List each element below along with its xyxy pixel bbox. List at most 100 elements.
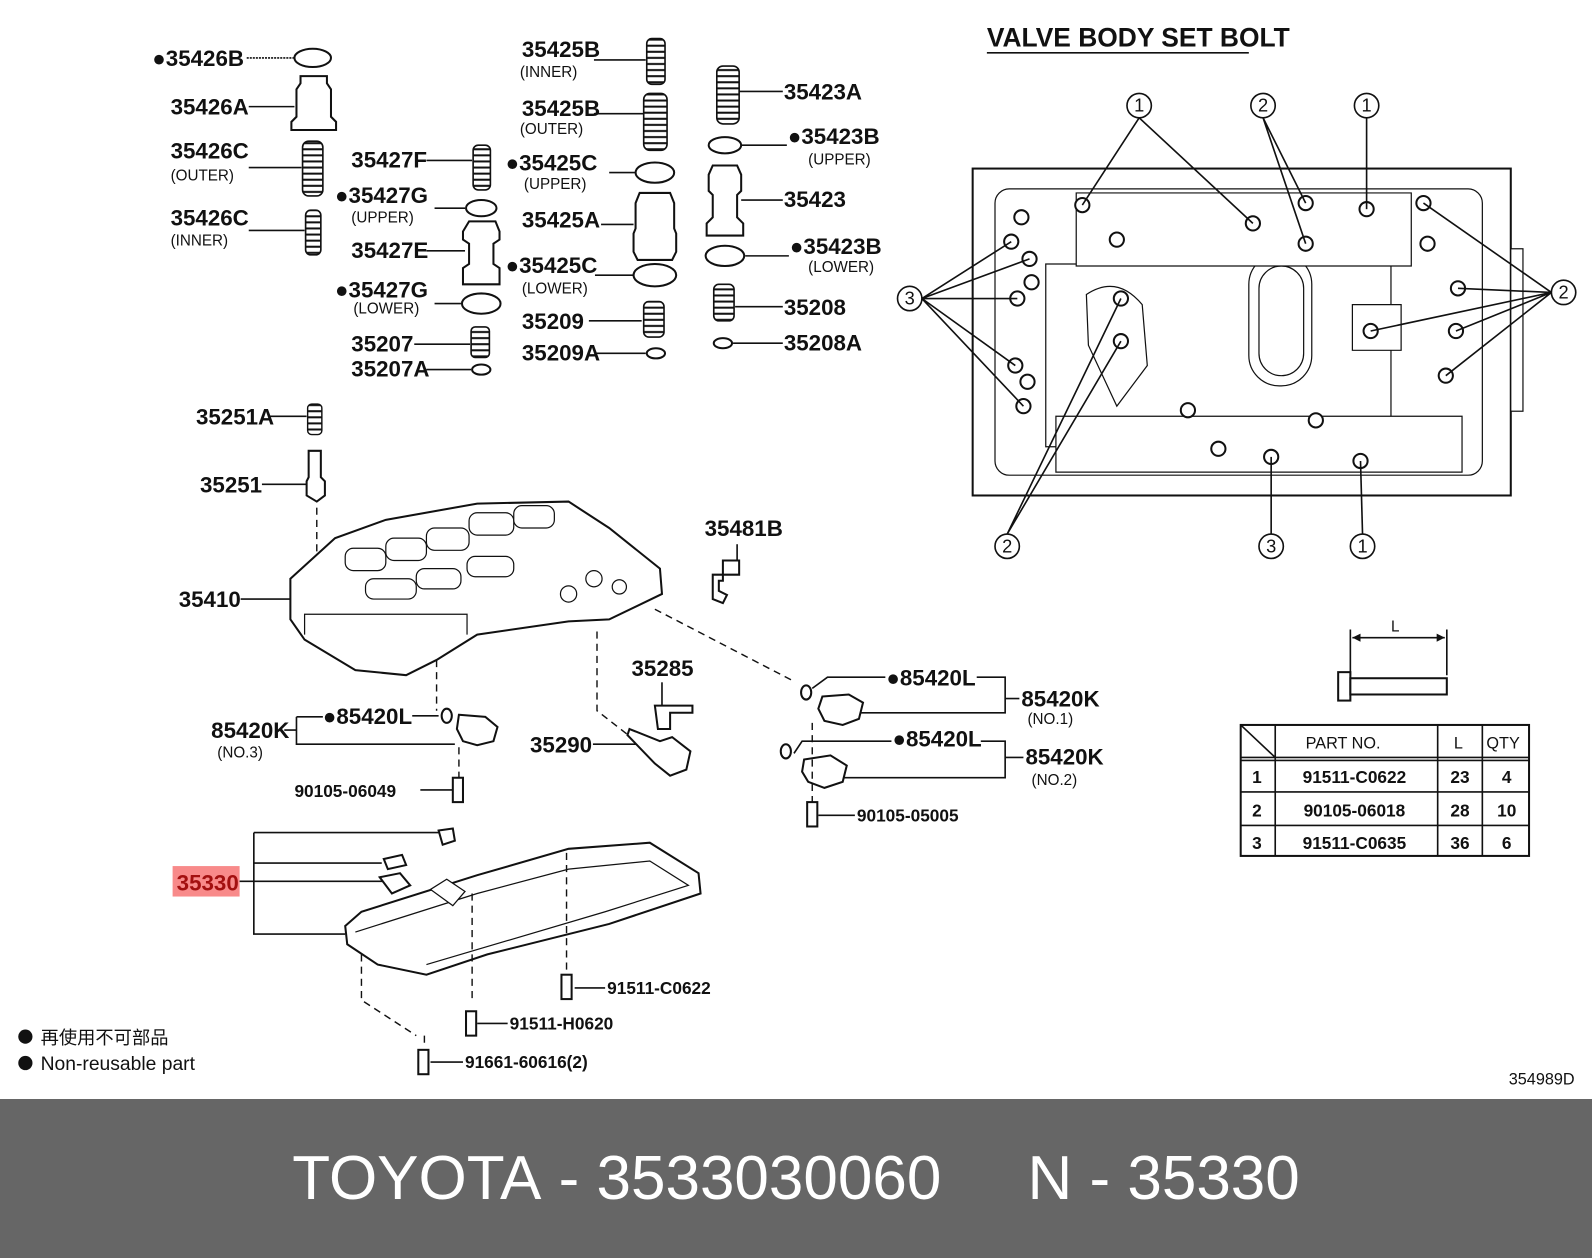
bolt-layout-view: [921, 117, 1552, 535]
svg-text:(NO.1): (NO.1): [1027, 711, 1073, 728]
part-35285[interactable]: 35285: [632, 656, 694, 731]
bolt-icon: [1337, 671, 1352, 702]
part-35425B-outer[interactable]: 35425B (OUTER): [520, 92, 668, 152]
part-35426B[interactable]: ●35426B: [152, 46, 333, 71]
part-35425C-lower[interactable]: ●35425C (LOWER): [506, 253, 678, 297]
part-35209A[interactable]: 35209A: [522, 340, 667, 365]
part-35208A[interactable]: 35208A: [712, 330, 862, 355]
part-91661-60616[interactable]: 91661-60616(2): [417, 1048, 588, 1076]
part-85420L-c[interactable]: ●85420L: [779, 726, 1006, 779]
part-35427F[interactable]: 35427F: [351, 144, 492, 191]
part-35290[interactable]: 35290: [530, 727, 692, 777]
svg-text:35425A: 35425A: [522, 207, 600, 232]
part-35426A[interactable]: 35426A: [171, 75, 338, 131]
part-35481B[interactable]: 35481B: [705, 516, 783, 605]
ref-prefix: N: [1027, 1144, 1073, 1213]
svg-text:1: 1: [1362, 95, 1372, 116]
svg-text:35209: 35209: [522, 309, 584, 334]
o-ring-icon: [704, 244, 746, 268]
clip-icon: [471, 363, 492, 376]
svg-text:(LOWER): (LOWER): [808, 259, 874, 276]
part-91511-C0622[interactable]: 91511-C0622: [560, 973, 711, 1001]
part-35427G-upper[interactable]: ●35427G (UPPER): [335, 183, 498, 226]
solenoid-icon: [801, 754, 848, 789]
part-85420K-no1[interactable]: 85420K (NO.1): [817, 687, 1100, 728]
part-35427E[interactable]: 35427E: [351, 220, 501, 286]
svg-text:Non-reusable part: Non-reusable part: [41, 1054, 196, 1075]
svg-text:(INNER): (INNER): [171, 233, 229, 250]
bolt-icon: [451, 776, 464, 804]
svg-text:35427E: 35427E: [351, 238, 428, 263]
part-35423[interactable]: 35423: [705, 164, 846, 237]
table-row: 3 91511-C0635 36 6: [1252, 833, 1511, 853]
svg-text:(OUTER): (OUTER): [171, 168, 234, 185]
svg-text:90105-05005: 90105-05005: [857, 805, 959, 825]
table-row: 2 90105-06018 28 10: [1252, 800, 1516, 820]
spring-icon: [304, 209, 322, 256]
svg-text:36: 36: [1450, 833, 1469, 853]
svg-text:2: 2: [1558, 282, 1568, 303]
part-35208[interactable]: 35208: [712, 283, 846, 322]
callout-2-bottom: 2: [994, 533, 1021, 560]
gasket-icon: [382, 853, 408, 871]
part-90105-06049[interactable]: 90105-06049: [294, 747, 464, 804]
part-35425B-inner[interactable]: 35425B (INNER): [520, 37, 666, 86]
part-35427G-lower[interactable]: ●35427G (LOWER): [335, 278, 502, 318]
svg-text:●35426B: ●35426B: [152, 46, 244, 71]
part-91511-H0620[interactable]: 91511-H0620: [465, 1010, 613, 1037]
spring-icon: [306, 403, 323, 436]
spring-icon: [301, 140, 324, 197]
svg-text:(INNER): (INNER): [520, 64, 578, 81]
part-35207[interactable]: 35207: [351, 326, 491, 359]
bullet-icon: [18, 1055, 33, 1071]
callout-3-bottom: 3: [1258, 533, 1285, 560]
o-ring-icon: [800, 684, 813, 701]
svg-text:L: L: [1391, 619, 1399, 636]
svg-text:●35425C: ●35425C: [506, 253, 598, 278]
part-35423B-upper[interactable]: ●35423B (UPPER): [707, 124, 880, 168]
part-35251[interactable]: 35251: [200, 449, 326, 574]
part-35410[interactable]: 35410: [179, 500, 664, 677]
svg-text:3: 3: [905, 288, 915, 309]
clamp-icon: [653, 704, 694, 731]
svg-text:(NO.3): (NO.3): [217, 744, 263, 761]
svg-text:●35427G: ●35427G: [335, 183, 428, 208]
svg-text:2: 2: [1002, 535, 1012, 556]
o-ring-icon: [465, 199, 498, 218]
part-90105-05005[interactable]: 90105-05005: [806, 801, 959, 828]
part-85420L-b[interactable]: ●85420L: [800, 665, 1006, 714]
svg-text:●85420L: ●85420L: [892, 726, 981, 751]
solenoid-icon: [455, 713, 499, 747]
part-35423A[interactable]: 35423A: [715, 65, 862, 125]
part-35423B-lower[interactable]: ●35423B (LOWER): [704, 234, 882, 276]
o-ring-icon: [779, 743, 792, 760]
svg-text:1: 1: [1134, 95, 1144, 116]
bolt-icon: [465, 1010, 478, 1037]
svg-text:85420K: 85420K: [1025, 745, 1103, 770]
svg-text:(UPPER): (UPPER): [351, 209, 414, 226]
svg-text:(LOWER): (LOWER): [522, 280, 588, 297]
part-35330[interactable]: 35330: [172, 827, 702, 976]
part-35426C-outer[interactable]: 35426C (OUTER): [171, 138, 324, 197]
part-85420K-no3[interactable]: 85420K (NO.3): [211, 713, 499, 762]
o-ring-icon: [293, 47, 333, 69]
plug-icon: [712, 283, 735, 322]
svg-text:35425B: 35425B: [522, 37, 600, 62]
bullet-icon: [18, 1029, 33, 1044]
part-35209[interactable]: 35209: [522, 300, 665, 338]
brand: TOYOTA: [292, 1144, 542, 1213]
part-35425C-upper[interactable]: ●35425C (UPPER): [506, 151, 676, 193]
bolt-icon: [560, 973, 573, 1001]
part-85420K-no2[interactable]: 85420K (NO.2): [801, 745, 1104, 789]
part-35251A[interactable]: 35251A: [196, 403, 323, 436]
part-35425A[interactable]: 35425A: [522, 191, 678, 261]
bolt-length-figure: L: [1337, 619, 1448, 702]
bolt-icon: [806, 801, 819, 828]
callout-1-bottom: 1: [1349, 533, 1376, 560]
part-35207A[interactable]: 35207A: [351, 357, 492, 382]
svg-text:PART NO.: PART NO.: [1306, 734, 1381, 752]
part-35426C-inner[interactable]: 35426C (INNER): [171, 205, 322, 256]
part-85420L-a[interactable]: ●85420L: [323, 704, 453, 729]
clip-icon: [645, 347, 667, 360]
